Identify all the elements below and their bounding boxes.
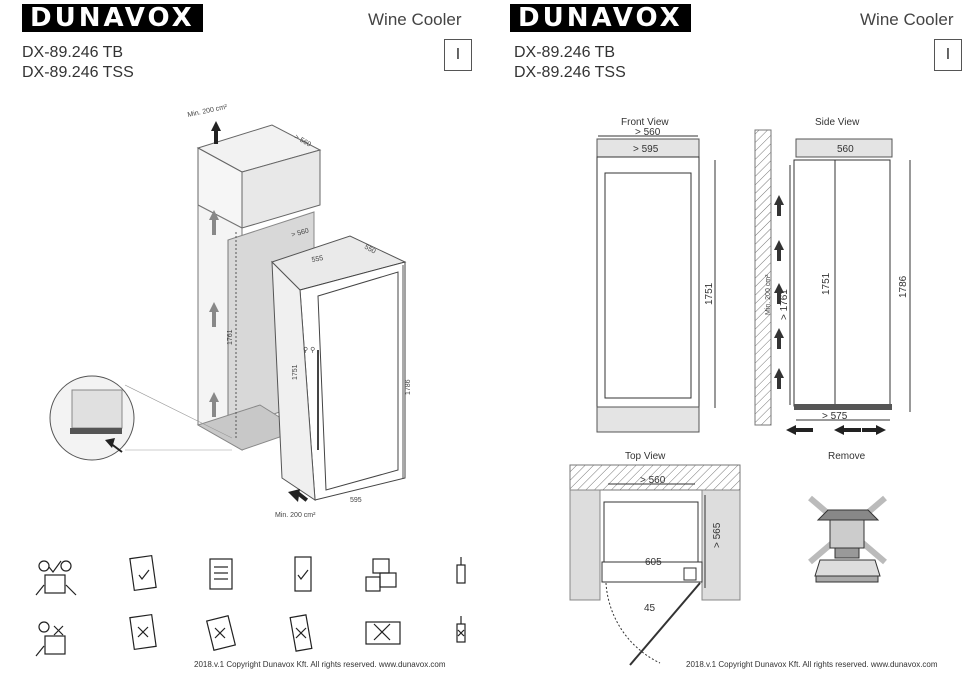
model-number-1: DX-89.246 TB [22, 44, 124, 61]
top-unit-width: 605 [645, 557, 662, 568]
side-height-total: 1786 [898, 275, 909, 298]
door-angle: 45 [644, 603, 656, 614]
dimension-drawings: Front View > 560 > 595 1751 Side View 56… [569, 117, 911, 666]
airflow-arrow-top [211, 121, 221, 144]
side-height-inner: 1751 [821, 272, 832, 295]
min-air-bottom: Min. 200 cm² [275, 512, 316, 519]
dim-width: 595 [350, 497, 362, 504]
left-page: DUNAVOX Wine Cooler DX-89.246 TB DX-89.2… [0, 0, 489, 675]
side-bottom-depth: > 575 [822, 411, 848, 422]
tilted-no-icon [205, 615, 237, 651]
front-view-caption: Front View [621, 117, 669, 128]
copyright: 2018.v.1 Copyright Dunavox Kft. All righ… [194, 660, 446, 669]
right-page: DUNAVOX Wine Cooler DX-89.246 TB DX-89.2… [490, 0, 979, 675]
manual-no-icon [129, 613, 157, 651]
brand-logo: DUNAVOX [510, 4, 691, 32]
top-view-caption: Top View [625, 451, 666, 462]
side-bottom-arrows [786, 425, 886, 435]
bottle-icon [456, 557, 466, 584]
product-type: Wine Cooler [860, 10, 954, 29]
wine-glass-icon: ⚲ ⚲ [303, 346, 315, 354]
model-number-2: DX-89.246 TSS [22, 64, 134, 81]
bottle-no-icon [456, 616, 466, 643]
single-person-lift-no-icon [35, 621, 66, 657]
dim-top-depth: 550 [363, 244, 377, 256]
dim-niche-height: 1761 [227, 329, 234, 345]
upright-ok-icon [294, 556, 312, 592]
product-type: Wine Cooler [368, 10, 462, 29]
lay-flat-no-icon [289, 614, 313, 652]
manual-read-icon [129, 554, 157, 592]
top-depth: > 565 [712, 522, 723, 548]
transport-bolt-remove-icon [808, 495, 887, 583]
wrong-stack-icon [365, 621, 401, 645]
remove-caption: Remove [828, 451, 866, 462]
side-min-air: Min. 200 cm² [765, 274, 772, 315]
top-width-niche: > 560 [640, 475, 666, 486]
airflow-arrow-bottom [288, 489, 309, 502]
dim-niche-depth: 555 [311, 255, 324, 264]
model-number-1: DX-89.246 TB [514, 44, 616, 61]
side-depth: 560 [837, 144, 854, 155]
front-height: 1751 [704, 282, 715, 305]
front-view-cabinet [596, 156, 700, 408]
handling-icons [35, 554, 466, 657]
dim-total-height: 1786 [405, 379, 412, 395]
dim-door-height: 1751 [292, 364, 299, 380]
manual-checklist-icon [209, 558, 233, 590]
side-airflow-arrows [774, 195, 784, 389]
brand-logo: DUNAVOX [22, 4, 203, 32]
side-niche-height: > 1761 [779, 289, 790, 320]
language-marker: I [934, 39, 962, 71]
front-width-inner: > 595 [633, 144, 659, 155]
front-width-outer: > 560 [635, 127, 661, 138]
copyright: 2018.v.1 Copyright Dunavox Kft. All righ… [686, 660, 938, 669]
dim-niche-width: > 560 [291, 228, 310, 239]
side-view-caption: Side View [815, 117, 860, 128]
airflow-arrows-rear [209, 210, 219, 417]
two-person-lift-ok-icon [35, 560, 77, 596]
installation-diagram: ⚲ ⚲ > 560 > 560 555 550 1761 1751 1786 5… [49, 104, 412, 519]
top-view-cabinet [603, 501, 699, 563]
language-marker: I [444, 39, 472, 71]
model-number-2: DX-89.246 TSS [514, 64, 626, 81]
wall-hatch [754, 129, 772, 426]
min-air-top: Min. 200 cm² [187, 104, 229, 119]
side-view-cabinet [793, 159, 891, 407]
stacked-boxes-icon [365, 558, 397, 592]
